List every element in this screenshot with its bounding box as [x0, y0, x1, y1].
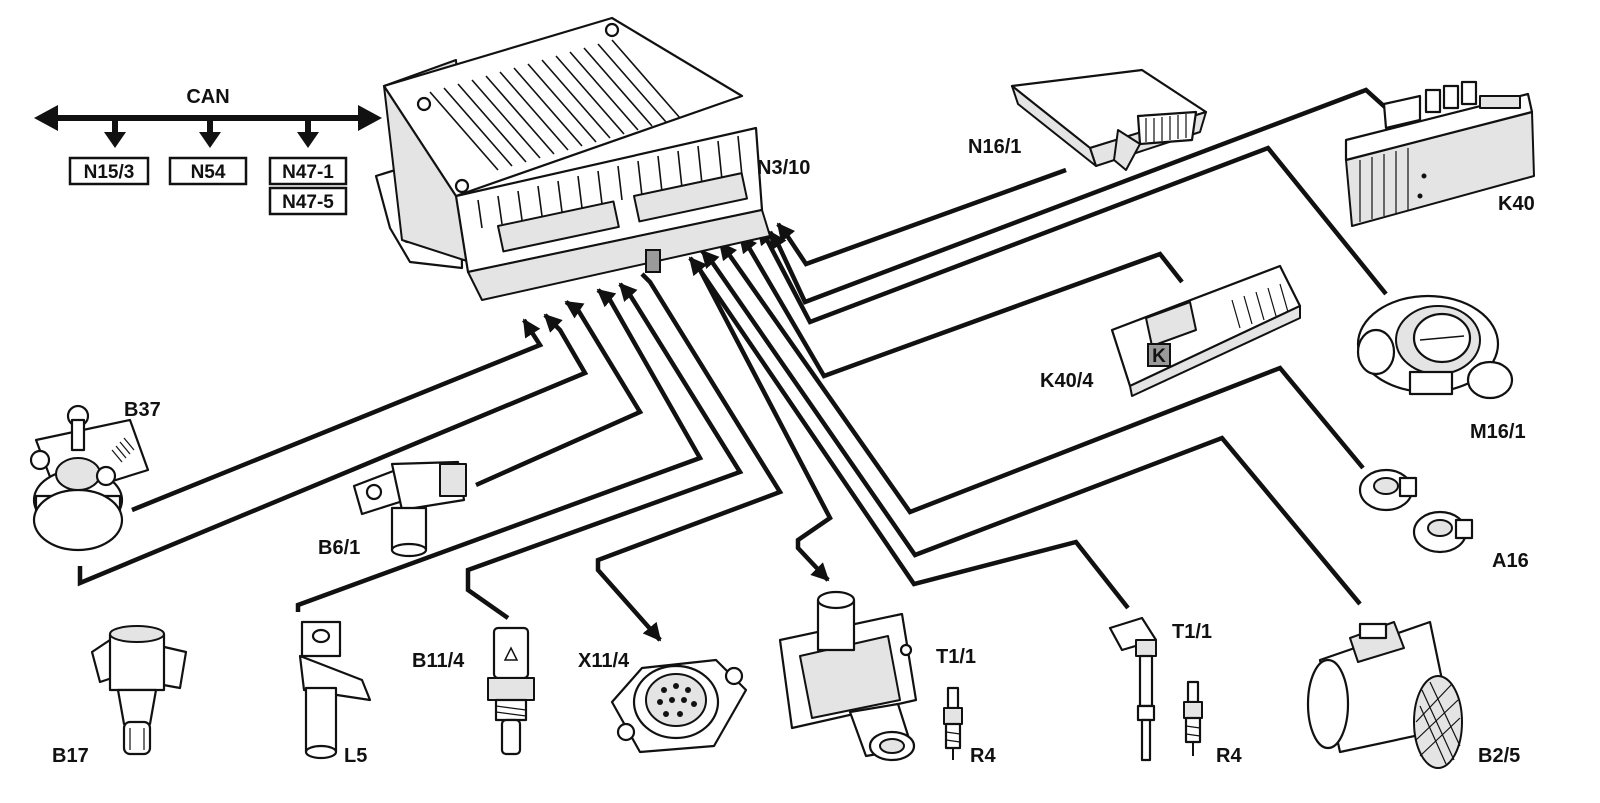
connector-left — [497, 200, 620, 253]
k40-4-mark: K — [1152, 346, 1166, 367]
can-bus: CAN N15/3 N54 N47-1 N47-5 — [34, 86, 382, 216]
l5-label: L5 — [344, 745, 367, 767]
x11-4-pins — [657, 683, 697, 717]
wire-b2-5 — [700, 249, 1362, 606]
b37-spring — [111, 437, 135, 463]
x11-4-label: X11/4 — [578, 650, 630, 672]
control-unit-label: N3/10 — [757, 157, 810, 179]
wire-t1-1-stick — [688, 256, 1130, 610]
wire-x11-4 — [595, 272, 784, 642]
connector-right — [633, 172, 749, 223]
k40-4-label: K40/4 — [1040, 370, 1094, 392]
front-fins — [477, 135, 743, 229]
component-k40-4: K K40/4 — [1040, 264, 1302, 397]
wire-b6-1 — [475, 300, 644, 488]
component-b37: B37 — [29, 399, 161, 552]
b6-1-label: B6/1 — [318, 537, 360, 559]
wire-b37 — [131, 318, 544, 513]
k40-4-pins — [1231, 283, 1289, 329]
n16-1-label: N16/1 — [968, 136, 1021, 158]
can-node-label: N47-1 — [282, 162, 334, 183]
can-node-n54: N54 — [168, 156, 248, 186]
component-n16-1: N16/1 — [968, 68, 1208, 171]
component-l5: L5 — [298, 620, 372, 767]
k40-label: K40 — [1498, 193, 1535, 215]
component-t1-1-stick: T1/1 — [1108, 616, 1212, 762]
b37-label: B37 — [124, 399, 161, 421]
can-drop-arrows — [104, 118, 319, 148]
can-node-n47-1: N47-1 — [268, 156, 348, 186]
component-r4-left: R4 — [943, 686, 996, 767]
wire-k40 — [768, 87, 1388, 305]
can-node-n15-3: N15/3 — [68, 156, 150, 186]
component-b2-5: B2/5 — [1306, 620, 1520, 769]
component-b11-4: B11/4 — [412, 626, 535, 756]
wire-b17 — [77, 313, 589, 587]
b2-5-mesh — [1415, 681, 1461, 765]
can-node-label: N47-5 — [282, 192, 334, 213]
r4-right-label: R4 — [1216, 745, 1242, 767]
b2-5-label: B2/5 — [1478, 745, 1520, 767]
a16-label: A16 — [1492, 550, 1529, 572]
component-m16-1: M16/1 — [1356, 294, 1526, 443]
k40-relays — [1359, 80, 1521, 222]
wire-l5 — [295, 288, 704, 612]
b11-4-label: B11/4 — [412, 650, 465, 672]
r4-left-label: R4 — [970, 745, 996, 767]
component-b17: B17 — [52, 625, 188, 767]
wire-b11-4 — [465, 282, 744, 620]
can-node-n47-5: N47-5 — [268, 186, 348, 216]
component-r4-right: R4 — [1183, 680, 1242, 767]
wiring-harness — [77, 87, 1388, 642]
b17-label: B17 — [52, 745, 89, 767]
can-bus-label: CAN — [186, 86, 229, 108]
m16-1-label: M16/1 — [1470, 421, 1526, 443]
component-x11-4: X11/4 — [578, 650, 748, 754]
t1-1-stick-label: T1/1 — [1172, 621, 1212, 643]
component-b6-1: B6/1 — [318, 460, 467, 559]
wire-a16 — [718, 241, 1365, 515]
wire-k40-4 — [738, 234, 1184, 379]
wire-n16-1 — [776, 167, 1067, 267]
can-node-label: N54 — [191, 162, 226, 183]
component-k40: K40 — [1344, 80, 1535, 227]
t1-1-coil-label: T1/1 — [936, 646, 976, 668]
n16-1-connector-pins — [1145, 114, 1187, 142]
control-unit-n3-10: N3/10 — [374, 16, 810, 301]
heat-sink-fins — [429, 39, 681, 171]
component-t1-1-coil: T1/1 — [778, 590, 976, 762]
component-a16: A16 — [1358, 468, 1529, 572]
can-node-label: N15/3 — [84, 162, 135, 183]
b11-4-thread — [495, 705, 527, 717]
wire-t1-1-coil — [690, 258, 833, 582]
